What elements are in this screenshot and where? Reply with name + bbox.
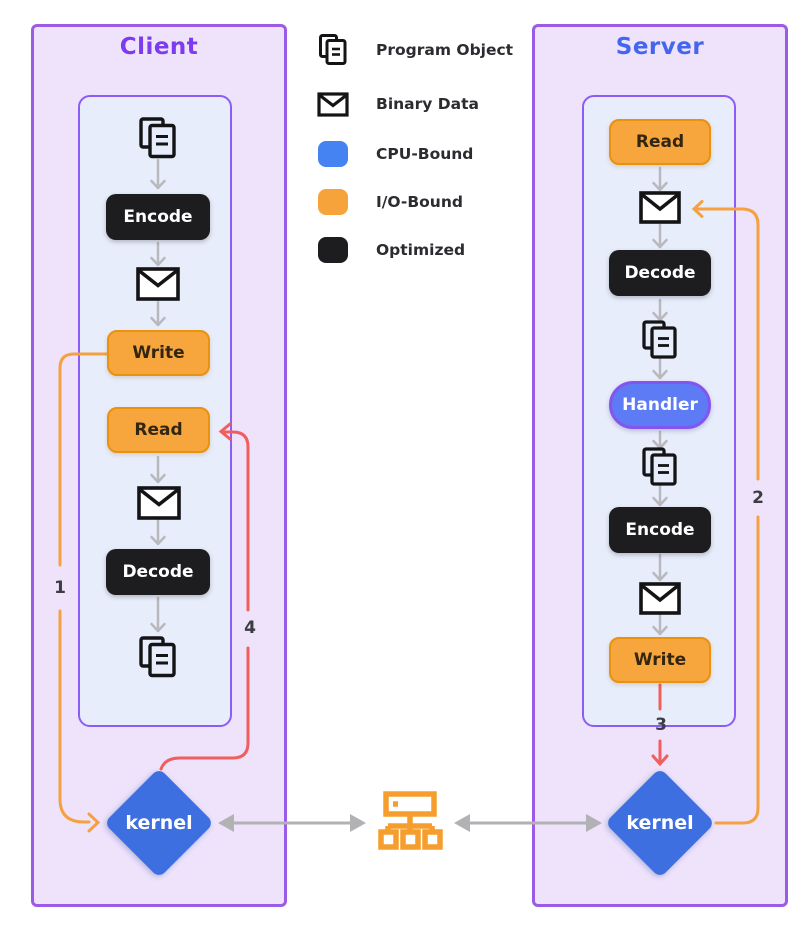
legend-label: CPU-Bound bbox=[376, 145, 474, 163]
client-flow-arrows bbox=[150, 158, 166, 633]
program-object-icon bbox=[316, 34, 350, 66]
optimized-swatch bbox=[318, 237, 348, 263]
client-title: Client bbox=[119, 34, 199, 60]
client-read-node: Read bbox=[107, 407, 210, 453]
server-kernel-label: kernel bbox=[626, 812, 694, 834]
client-binary-data-icon-top bbox=[136, 267, 180, 301]
server-encode-node: Encode bbox=[609, 507, 711, 553]
kernel-network-arrows bbox=[218, 814, 602, 832]
client-decode-node: Decode bbox=[106, 549, 210, 595]
step3-arrow bbox=[651, 683, 669, 767]
server-program-object-icon-bottom bbox=[642, 447, 678, 487]
client-kernel-label: kernel bbox=[125, 812, 193, 834]
step2-arrow bbox=[691, 200, 760, 825]
step4-label: 4 bbox=[244, 618, 256, 638]
legend-item-binary-data: Binary Data bbox=[316, 89, 479, 119]
client-binary-data-icon-bottom bbox=[137, 486, 181, 520]
legend-item-optimized: Optimized bbox=[316, 235, 465, 265]
step1-arrow bbox=[58, 352, 109, 833]
server-handler-node: Handler bbox=[609, 381, 711, 429]
legend-label: Optimized bbox=[376, 241, 466, 259]
step4-arrow bbox=[159, 422, 250, 771]
server-title: Server bbox=[615, 34, 705, 60]
client-write-node: Write bbox=[107, 330, 210, 376]
envelope-icon bbox=[316, 91, 350, 117]
legend-item-program-object: Program Object bbox=[316, 34, 514, 66]
legend-item-io-bound: I/O-Bound bbox=[316, 187, 463, 217]
server-write-node: Write bbox=[609, 637, 711, 683]
step2-label: 2 bbox=[752, 488, 764, 508]
client-encode-node: Encode bbox=[106, 194, 210, 240]
step1-label: 1 bbox=[54, 578, 66, 598]
client-program-object-icon-top bbox=[139, 117, 177, 160]
server-decode-node: Decode bbox=[609, 250, 711, 296]
io-bound-swatch bbox=[318, 189, 348, 215]
network-hub-icon bbox=[377, 790, 443, 854]
step3-label: 3 bbox=[655, 715, 667, 735]
legend-label: I/O-Bound bbox=[376, 193, 463, 211]
cpu-bound-swatch bbox=[318, 141, 348, 167]
legend-label: Binary Data bbox=[376, 95, 479, 113]
legend-item-cpu-bound: CPU-Bound bbox=[316, 139, 473, 169]
legend-label: Program Object bbox=[376, 41, 514, 59]
server-binary-data-icon-top bbox=[639, 191, 681, 224]
server-binary-data-icon-bottom bbox=[639, 582, 681, 615]
server-read-node: Read bbox=[609, 119, 711, 165]
server-program-object-icon-top bbox=[642, 320, 678, 360]
client-program-object-icon-bottom bbox=[139, 636, 177, 679]
